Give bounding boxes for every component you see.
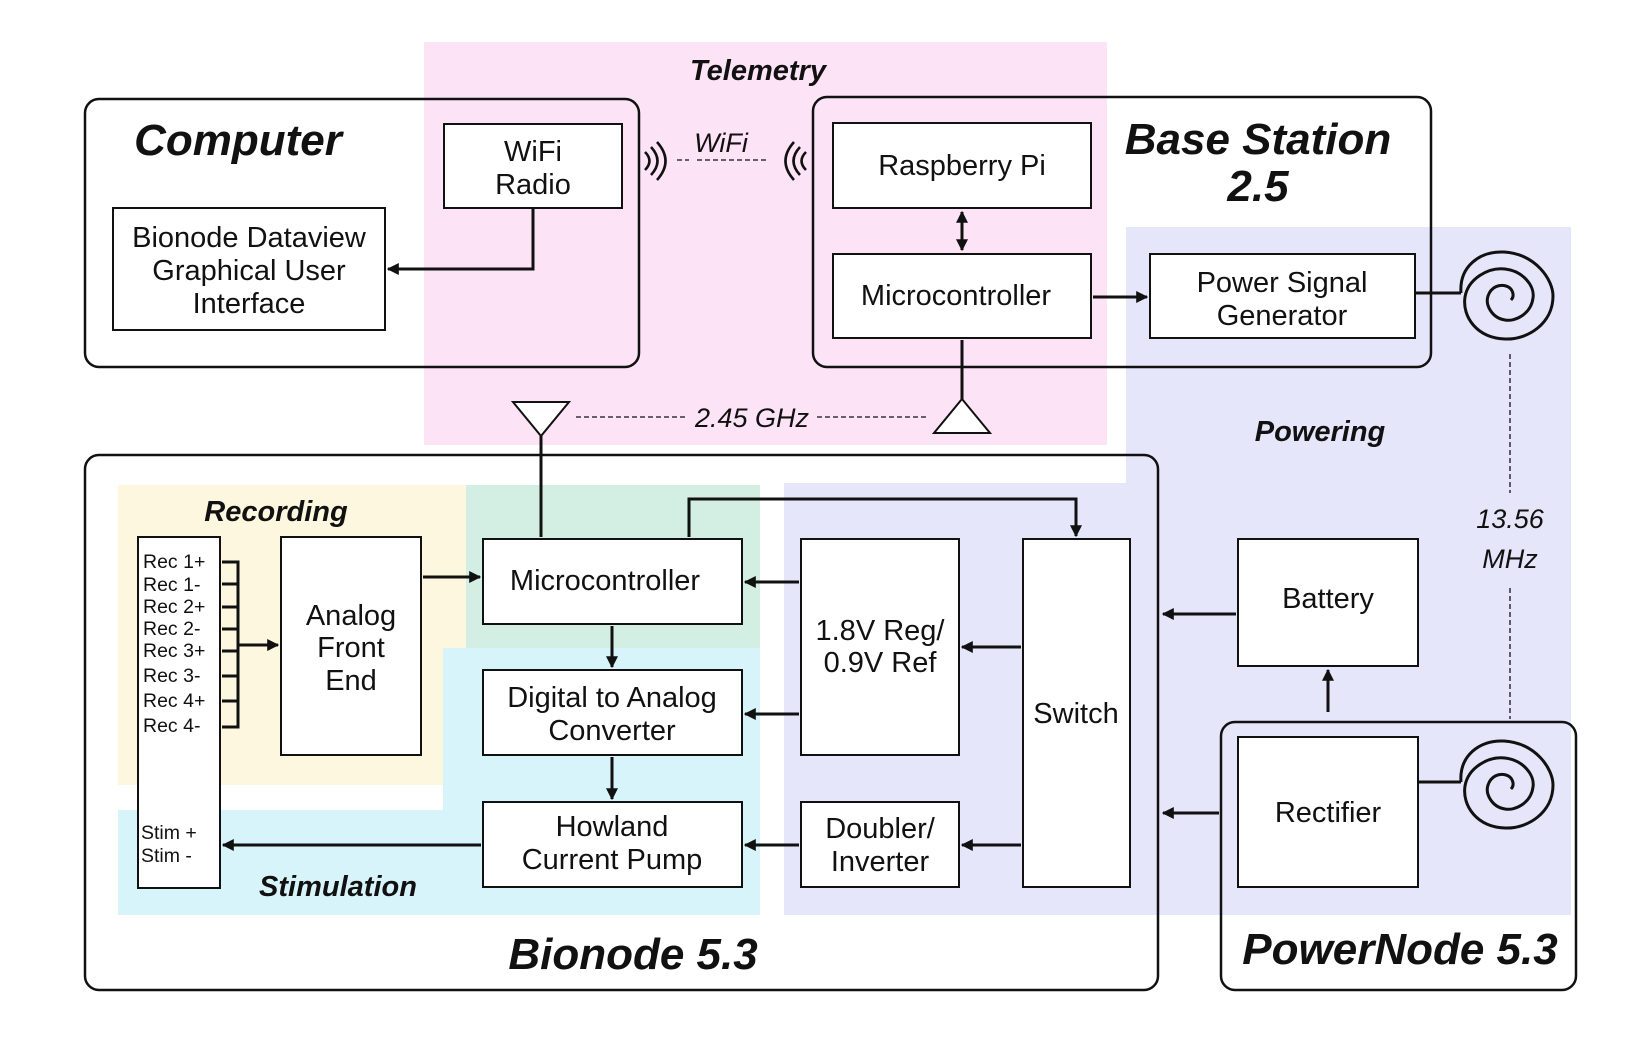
wifi-radio-label-2: Radio [495,169,571,201]
base-station-group [811,95,1433,369]
rectifier-label: Rectifier [1275,797,1382,829]
stim-pin: Stim - [141,845,192,867]
telemetry-region [424,42,1107,445]
stimulation-label: Stimulation [259,871,417,903]
dataview-gui-label-1: Bionode Dataview [132,222,367,254]
inductive-link-label-1: 13.56 [1476,504,1545,534]
mcu-to-switch-control [687,497,1082,538]
dataview-gui-label-3: Interface [193,288,306,320]
wifi-wave-left-icon [644,141,667,181]
regulator-block [800,538,960,756]
analog-front-end-block [280,536,422,756]
power-signal-generator-label-2: Generator [1217,300,1348,332]
dataview-gui-label-2: Graphical User [152,255,346,287]
computer-group [83,97,641,369]
powernode-group [1219,720,1578,992]
dac-label-1: Digital to Analog [507,682,717,714]
bionode-microcontroller-label: Microcontroller [510,565,700,597]
switch-label: Switch [1033,698,1118,730]
tx-coil-icon [1459,250,1555,341]
battery-block [1237,538,1419,667]
connector-block [137,536,221,889]
dataview-gui-block [112,207,386,331]
howland-label-2: Current Pump [522,844,703,876]
regulator-label-1: 1.8V Reg/ [816,615,946,647]
stimulation-region-fill [443,648,466,810]
bionode-title: Bionode 5.3 [508,930,757,979]
dac-block [482,669,743,756]
connector-pin: Rec 1- [143,574,200,596]
switch-block [1022,538,1131,888]
radio-link-label: 2.45 GHz [694,403,810,433]
wifi-radio-label-1: WiFi [504,136,562,168]
connector-pin: Rec 1+ [143,551,205,573]
analog-front-end-label-1: Analog [306,600,396,632]
connector-pin: Rec 4- [143,715,200,737]
bionode-antenna-icon [510,401,572,438]
battery-label: Battery [1282,583,1374,615]
bionode-group [83,453,1160,992]
powernode-title: PowerNode 5.3 [1242,925,1557,974]
rectifier-block [1237,736,1419,888]
base-microcontroller-block [832,253,1092,339]
power-signal-generator-label-1: Power Signal [1197,267,1368,299]
recording-label: Recording [204,496,348,528]
raspberry-pi-label: Raspberry Pi [878,150,1046,182]
base-antenna-icon [931,397,993,434]
howland-label-1: Howland [556,811,669,843]
howland-block [482,801,743,888]
base-microcontroller-label: Microcontroller [861,280,1051,312]
power-signal-generator-block [1149,253,1416,339]
connector-pin: Rec 3+ [143,640,205,662]
doubler-label-2: Inverter [831,846,930,878]
wifi-radio-block [443,123,623,209]
connector-pin: Rec 3- [143,665,200,687]
dac-label-2: Converter [548,715,676,747]
analog-front-end-label-2: Front [317,632,385,664]
rx-coil-icon [1459,739,1555,830]
analog-front-end-label-3: End [325,665,377,697]
wifi-link-label: WiFi [694,128,749,158]
wifi-wave-right-icon [784,141,807,181]
base-station-title-line2: 2.5 [1226,162,1289,211]
wifi-radio-to-gui-arrow [386,208,535,275]
connector-pin: Rec 4+ [143,690,205,712]
raspberry-pi-block [832,122,1092,209]
powering-label: Powering [1255,416,1386,448]
connector-pin: Rec 2- [143,618,200,640]
telemetry-label: Telemetry [690,55,828,87]
base-station-title-line1: Base Station [1125,115,1392,164]
doubler-block [800,801,960,888]
computer-title: Computer [134,116,345,165]
bionode-microcontroller-block [482,538,743,625]
doubler-label-1: Doubler/ [825,813,936,845]
regulator-label-2: 0.9V Ref [824,647,938,679]
connector-pin: Rec 2+ [143,596,205,618]
inductive-link-label-2: MHz [1482,544,1538,574]
stim-pin: Stim + [141,822,197,844]
